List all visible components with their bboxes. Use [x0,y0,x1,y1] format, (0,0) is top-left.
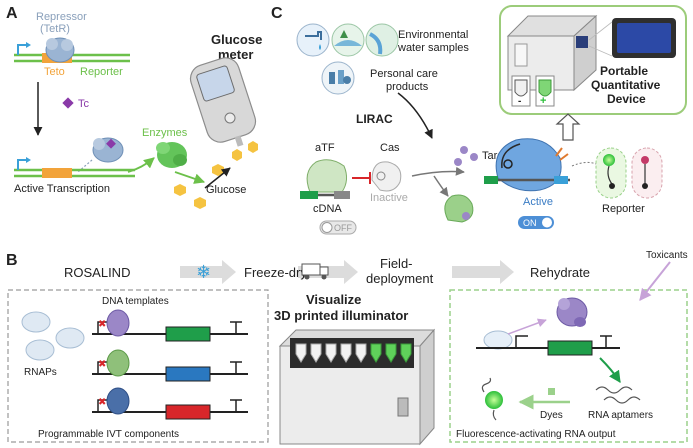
active-label: Active [523,196,553,208]
dyes-label: Dyes [540,410,563,421]
reporter-label-c: Reporter [602,203,645,215]
field-deployment-line2: deployment [366,271,434,286]
visualize-line1: Visualize [306,292,361,307]
device-title-line3: Device [607,92,646,106]
truck-icon [301,263,329,280]
snowflake-icon: ❄ [196,262,211,282]
cdna-label: cDNA [313,203,342,215]
on-label: ON [523,218,537,228]
repressor-label-line2: (TetR) [40,23,70,35]
atf-bound-target [444,194,474,223]
lirac-label: LIRAC [356,112,393,126]
tube-negative: - [511,75,531,107]
toxicants-label: Toxicants [646,250,688,261]
dna-active [14,157,135,178]
rosalind-label: ROSALIND [64,265,130,280]
teto-label: Teto [44,66,65,78]
active-cas-complex [484,138,570,192]
illuminator-tubes [295,343,412,363]
panel-c-letter: C [271,5,283,22]
glucose-label: Glucose [206,184,246,196]
rnap-rehydrated [483,330,513,350]
promoter-x: ✖ [98,319,106,330]
device-open-arrow [555,113,581,141]
off-label: OFF [334,223,352,233]
fluorescence-output-label: Fluorescence-activating RNA output [456,429,616,440]
enzymes-label: Enzymes [142,127,188,139]
device-screen [576,36,588,48]
panel-b: B ROSALIND ❄ Freeze-dry Field- deploymen… [6,250,688,446]
lake-icon [334,40,362,46]
template-blue: ✖ [92,349,248,382]
tube-positive: + [535,75,555,107]
rna-aptamer-squiggles [595,386,641,404]
freeze-dry-label: Freeze-dry [244,265,307,280]
template-red: ✖ [92,387,248,420]
panel-a-letter: A [6,5,18,22]
rnap-icons [21,311,85,361]
released-repressor [92,137,124,163]
device-title-line2: Quantitative [591,78,661,92]
svg-text:✖: ✖ [98,397,106,408]
rna-aptamers-label: RNA aptamers [588,410,653,421]
personal-care-line1: Personal care [370,68,438,80]
env-water-line2: water samples [397,42,469,54]
tc-label: Tc [78,98,90,110]
atf-label: aTF [315,142,335,154]
panel-c: C Environmental water samples Personal c… [271,5,687,235]
field-deployment-line1: Field- [380,256,413,271]
rna-output-box [449,289,688,443]
visualize-line2: 3D printed illuminator [274,308,408,323]
fluorescent-complex [481,377,503,421]
dye-square [548,388,555,395]
cas-label: Cas [380,142,400,154]
promoter-arrow [17,44,28,55]
portable-device [506,14,676,92]
lirac-inactive-complex [300,159,402,199]
tube-plus-label: + [540,95,546,107]
output-template [476,335,620,356]
rehydrate-label: Rehydrate [530,265,590,280]
inactive-label: Inactive [370,192,408,204]
programmable-ivt-label: Programmable IVT components [38,429,179,440]
faucet-icon [305,31,322,40]
ivt-components-box [7,289,269,443]
template-green: ✖ [92,309,248,342]
workflow-arrows [180,260,514,284]
panel-b-letter: B [6,252,18,269]
reporter-cleaved [595,147,627,199]
dna-repressed [14,37,130,63]
glucose-meter-device [189,57,257,147]
toxicant-sensor-protein [556,297,588,327]
water-sample-icons [296,23,399,95]
bound-tc [106,138,116,149]
dna-templates-label: DNA templates [102,296,169,307]
rnaps-label: RNAPs [24,367,57,378]
reporter-intact [631,147,663,199]
glucose-hexagons [174,141,258,209]
off-toggle[interactable]: OFF [319,220,357,235]
target-molecules [454,146,478,166]
env-water-line1: Environmental [398,29,468,41]
active-transcription-label: Active Transcription [14,183,110,195]
river-icon [369,32,383,55]
on-toggle[interactable]: ON [518,216,554,229]
cas-inactive [371,161,402,192]
panel-a: A Repressor (TetR) Teto Reporter Tc [6,5,262,209]
reporter-label: Reporter [80,66,123,78]
repressor-protein [45,37,75,63]
enzyme-blob [156,142,187,168]
device-title-line1: Portable [600,64,648,78]
repressor-label-line1: Repressor [36,11,87,23]
tc-diamond [62,97,74,109]
illuminator-switch[interactable] [397,397,409,417]
meter-title-line1: Glucose [211,32,262,47]
tube-minus-label: - [518,96,521,107]
personal-care-line2: products [386,81,429,93]
bottle-icon [329,72,335,84]
svg-text:✖: ✖ [98,359,106,370]
